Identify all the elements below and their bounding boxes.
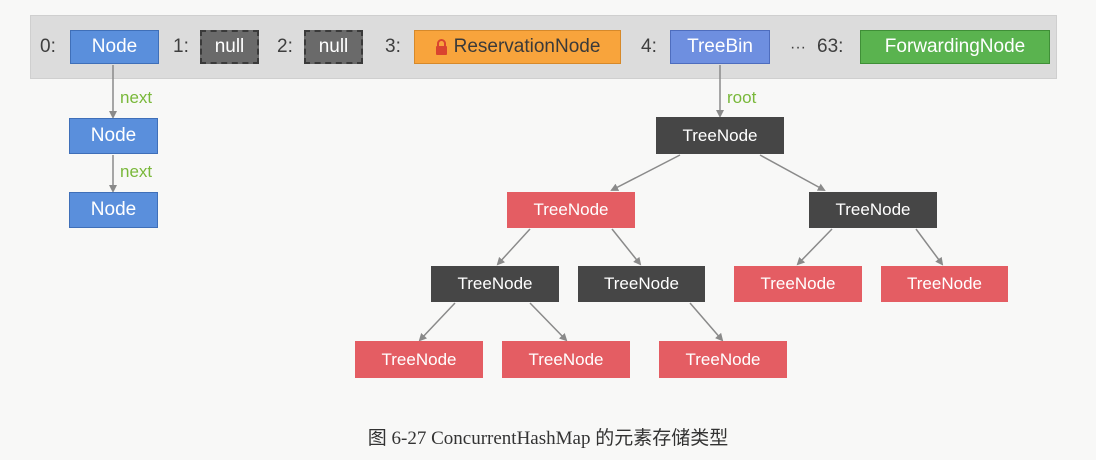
list-node-2: Node <box>69 192 158 228</box>
edge-t4-t9 <box>529 302 568 342</box>
tree-node-l2-2: TreeNode <box>578 266 705 302</box>
slot-ellipsis: ··· <box>790 39 806 56</box>
slot-node-0: Node <box>70 30 159 64</box>
tree-node-l1-left: TreeNode <box>507 192 635 228</box>
tree-node-l3-1: TreeNode <box>355 341 483 378</box>
edge-t2-t4 <box>496 228 531 266</box>
slot-index-4: 4: <box>641 36 657 57</box>
slot-forwarding-node: ForwardingNode <box>860 30 1050 64</box>
edge-t1-t2 <box>610 154 681 191</box>
slot-index-2: 2: <box>277 36 293 57</box>
edge-t3-t7 <box>915 228 944 266</box>
slot-index-3: 3: <box>385 36 401 57</box>
next-label-1: next <box>120 88 153 107</box>
slot-index-1: 1: <box>173 36 189 57</box>
edge-t4-t8 <box>418 302 456 342</box>
figure-caption: 图 6-27 ConcurrentHashMap 的元素存储类型 <box>367 428 729 449</box>
next-label-2: next <box>120 162 153 181</box>
tree-node-l3-3: TreeNode <box>659 341 787 378</box>
lock-icon <box>435 39 448 55</box>
edge-t5-t10 <box>689 302 724 342</box>
slot-null-2: null <box>304 30 363 64</box>
slot-reservation-node: ReservationNode <box>414 30 621 64</box>
reservation-node-label: ReservationNode <box>453 36 601 57</box>
tree-node-l1-right: TreeNode <box>809 192 937 228</box>
slot-null-1: null <box>200 30 259 64</box>
tree-node-l2-3: TreeNode <box>734 266 862 302</box>
edge-t1-t3 <box>759 154 826 191</box>
slot-index-0: 0: <box>40 36 56 57</box>
tree-node-l2-4: TreeNode <box>881 266 1008 302</box>
slot-index-63: 63: <box>817 36 844 57</box>
slot-treebin: TreeBin <box>670 30 770 64</box>
root-label: root <box>727 88 757 107</box>
tree-node-l2-1: TreeNode <box>431 266 559 302</box>
tree-node-root: TreeNode <box>656 117 784 154</box>
list-node-1: Node <box>69 118 158 154</box>
edge-t3-t6 <box>796 228 833 266</box>
tree-node-l3-2: TreeNode <box>502 341 630 378</box>
edge-t2-t5 <box>611 228 642 266</box>
